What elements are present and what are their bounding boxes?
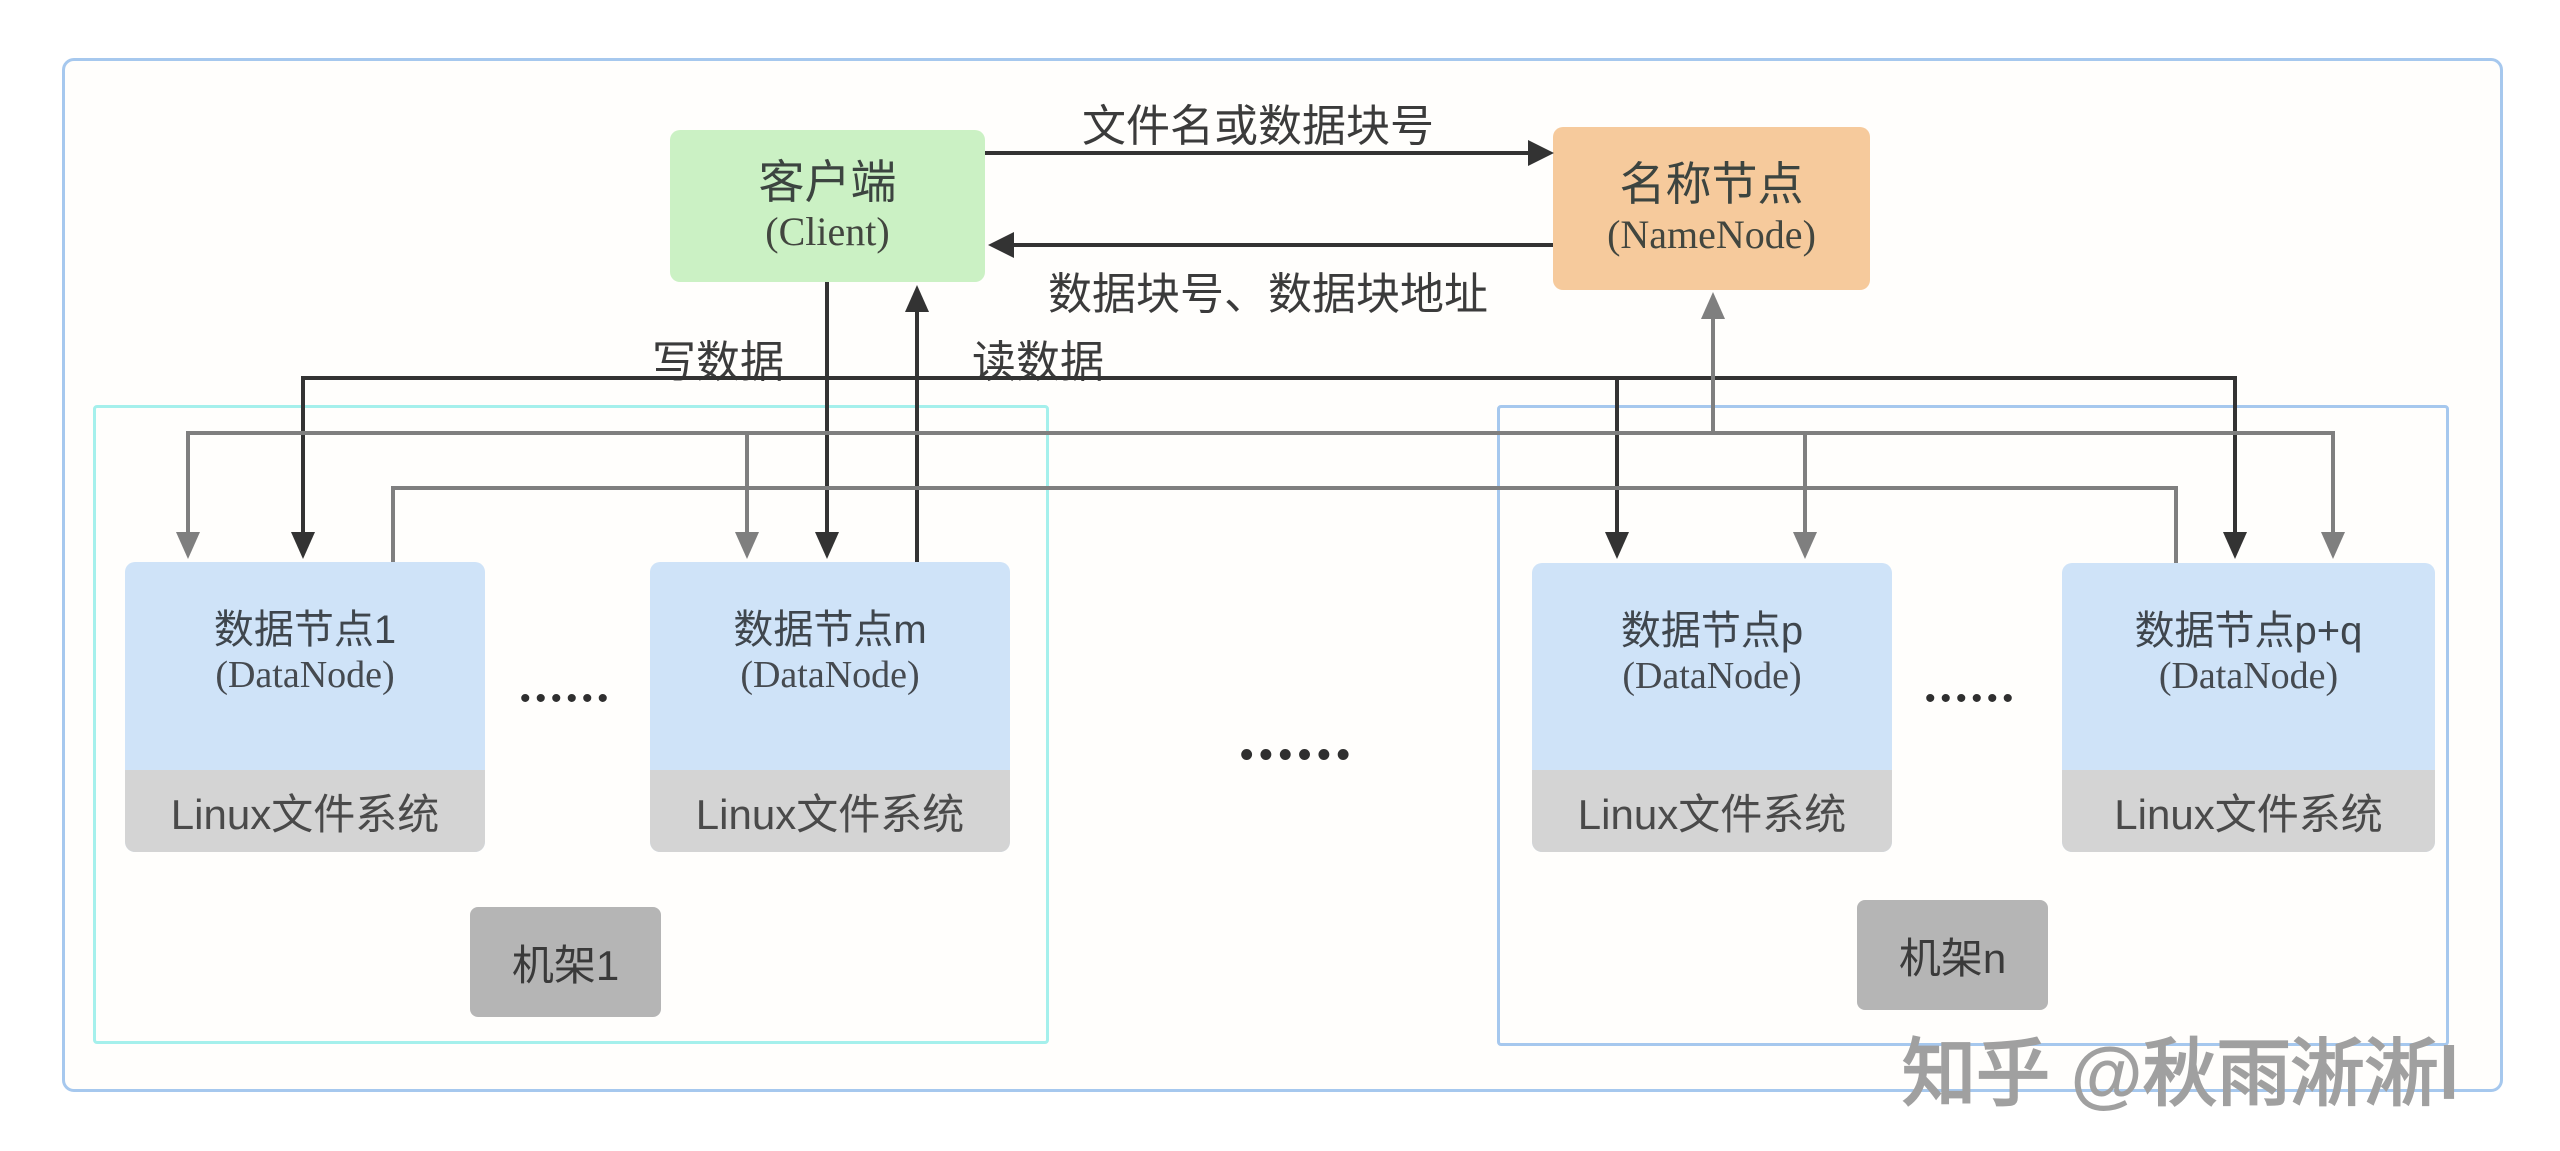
heartbeat-bus-line <box>188 431 2333 435</box>
write-data-label: 写数据 <box>652 338 784 387</box>
client-subtitle: (Client) <box>765 209 890 255</box>
heartbeat-up-namenode-line <box>1711 318 1715 435</box>
datanode-1-title: 数据节点1 <box>213 608 397 653</box>
client-node: 客户端 (Client) <box>670 130 985 282</box>
rack-1-border <box>93 405 1049 1044</box>
datanode-m-title: 数据节点m <box>733 608 927 653</box>
request-label: 文件名或数据块号 <box>1082 102 1434 151</box>
write-drop-dnpq-line <box>2233 376 2237 534</box>
datanode-p-title: 数据节点p <box>1620 608 1804 653</box>
replica-drop-dn1-line <box>391 486 395 564</box>
datanode-p-filesystem: Linux文件系统 <box>1532 770 1892 852</box>
rack1-ellipsis: •••••• <box>520 682 614 715</box>
watermark: 知乎 @秋雨淅淅l <box>1902 1032 2460 1115</box>
datanode-p-subtitle: (DataNode) <box>1622 654 1802 697</box>
datanode-p: 数据节点p (DataNode) Linux文件系统 <box>1532 563 1892 852</box>
datanode-1-filesystem: Linux文件系统 <box>125 770 485 852</box>
request-arrow-line <box>985 151 1532 155</box>
read-arrow-line <box>915 310 919 562</box>
datanode-m-subtitle: (DataNode) <box>740 654 920 697</box>
heartbeat-drop-dnp-arrowhead-icon <box>1793 532 1817 559</box>
namenode-node: 名称节点 (NameNode) <box>1553 127 1870 290</box>
read-data-label: 读数据 <box>972 338 1104 387</box>
heartbeat-drop-dnm-arrowhead-icon <box>735 532 759 559</box>
namenode-title: 名称节点 <box>1619 158 1804 211</box>
rack-n-label: 机架n <box>1857 900 2048 1010</box>
write-drop-dn1-line <box>301 376 305 534</box>
datanode-m: 数据节点m (DataNode) Linux文件系统 <box>650 562 1010 852</box>
datanode-m-filesystem: Linux文件系统 <box>650 770 1010 852</box>
write-arrow-line <box>825 282 829 534</box>
heartbeat-drop-dn1-arrowhead-icon <box>176 532 200 559</box>
datanode-pq-subtitle: (DataNode) <box>2158 654 2339 697</box>
read-arrowhead-icon <box>905 285 929 312</box>
heartbeat-drop-dnpq-line <box>2331 431 2335 534</box>
write-drop-dnpq-arrowhead-icon <box>2223 532 2247 559</box>
heartbeat-up-namenode-arrowhead-icon <box>1701 292 1725 319</box>
namenode-subtitle: (NameNode) <box>1607 211 1816 257</box>
datanode-pq: 数据节点p+q (DataNode) Linux文件系统 <box>2062 563 2435 852</box>
write-arrowhead-icon <box>815 532 839 559</box>
heartbeat-drop-dnm-line <box>745 431 749 534</box>
heartbeat-drop-dnpq-arrowhead-icon <box>2321 532 2345 559</box>
write-drop-dnp-line <box>1615 376 1619 534</box>
datanode-1: 数据节点1 (DataNode) Linux文件系统 <box>125 562 485 852</box>
request-arrowhead-icon <box>1528 140 1554 166</box>
heartbeat-drop-dn1-line <box>186 431 190 534</box>
heartbeat-drop-dnp-line <box>1803 431 1807 534</box>
response-arrow-line <box>1012 243 1553 247</box>
replica-bus-line <box>393 486 2178 490</box>
center-ellipsis: •••••• <box>1240 734 1356 776</box>
write-drop-dn1-arrowhead-icon <box>291 532 315 559</box>
datanode-1-subtitle: (DataNode) <box>215 654 395 697</box>
rack-n-border <box>1497 405 2449 1046</box>
datanode-pq-title: 数据节点p+q <box>2134 608 2363 653</box>
response-label: 数据块号、数据块地址 <box>1048 270 1488 319</box>
datanode-pq-filesystem: Linux文件系统 <box>2062 770 2435 852</box>
client-title: 客户端 <box>758 155 897 208</box>
write-bus-line <box>303 376 2237 380</box>
replica-drop-dnpq-line <box>2174 486 2178 564</box>
rack-1-label: 机架1 <box>470 907 661 1017</box>
response-arrowhead-icon <box>988 232 1014 258</box>
rack2-ellipsis: •••••• <box>1925 682 2019 715</box>
write-drop-dnp-arrowhead-icon <box>1605 532 1629 559</box>
